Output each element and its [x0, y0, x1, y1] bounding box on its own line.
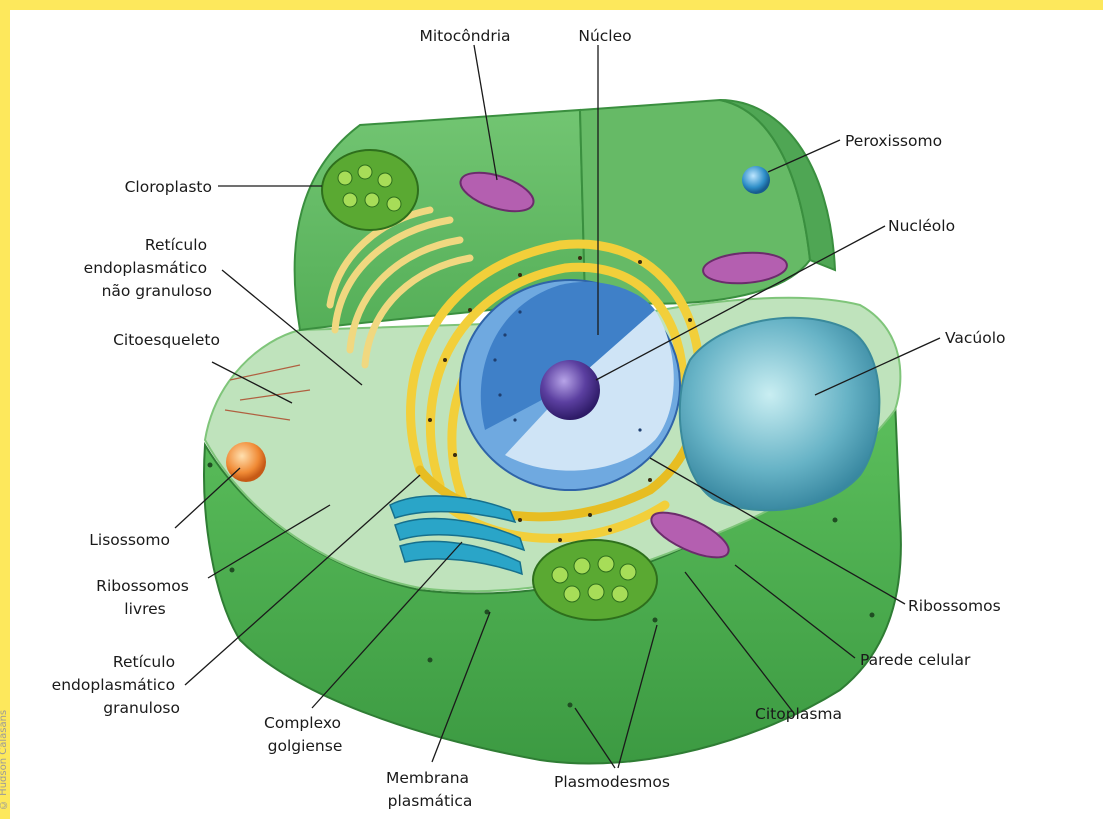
label-vacuolo: Vacúolo — [945, 329, 1006, 347]
label-nucleo: Núcleo — [578, 27, 631, 45]
nucleolus — [540, 360, 600, 420]
chloroplast-upper — [322, 150, 418, 230]
chloroplast-lower — [533, 540, 657, 620]
label-reticulo-granuloso: Retículo endoplasmático granuloso — [52, 653, 180, 717]
label-ribossomos: Ribossomos — [908, 597, 1001, 615]
label-ribossomos-livres: Ribossomos livres — [96, 577, 194, 618]
label-cloroplasto: Cloroplasto — [125, 178, 212, 196]
label-plasmodesmos: Plasmodesmos — [554, 773, 670, 791]
vacuole — [680, 318, 880, 510]
label-nucleolo: Nucléolo — [888, 217, 955, 235]
label-citoesqueleto: Citoesqueleto — [113, 331, 220, 349]
peroxisome — [742, 166, 770, 194]
label-lisossomo: Lisossomo — [89, 531, 170, 549]
label-peroxissomo: Peroxissomo — [845, 132, 942, 150]
label-complexo-golgiense: Complexo golgiense — [264, 714, 346, 755]
label-reticulo-nao-granuloso: Retículo endoplasmático não granuloso — [84, 236, 212, 300]
label-mitocondria: Mitocôndria — [419, 27, 510, 45]
label-parede-celular: Parede celular — [860, 651, 971, 669]
label-citoplasma: Citoplasma — [755, 705, 842, 723]
label-membrana-plasmatica: Membrana plasmática — [386, 769, 474, 810]
